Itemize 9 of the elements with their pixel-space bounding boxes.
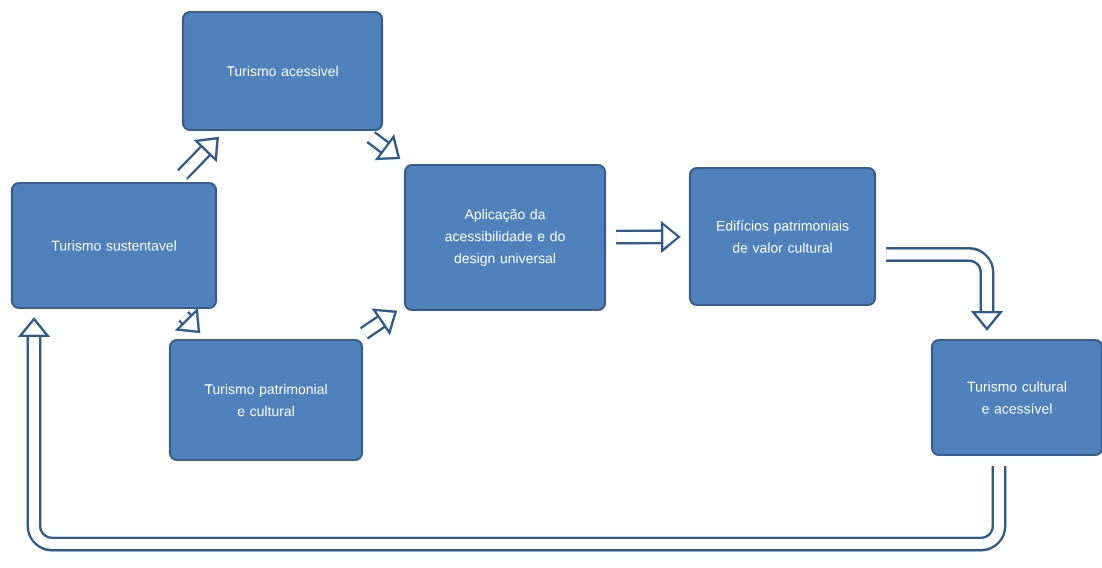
hollow-arrow (17, 317, 1007, 552)
hollow-arrow (366, 131, 401, 161)
process-box: Turismo patrimonial e cultural (168, 338, 364, 462)
process-box: Turismo sustentavel (10, 181, 218, 310)
process-box: Turismo cultural e acessível (930, 338, 1102, 457)
process-box: Edifícios patrimoniais de valor cultural (688, 166, 877, 307)
hollow-arrow (886, 247, 1004, 331)
process-box: Aplicação da acessibilidade e do design universal (403, 163, 607, 312)
process-box: Turismo acessivel (181, 10, 384, 132)
